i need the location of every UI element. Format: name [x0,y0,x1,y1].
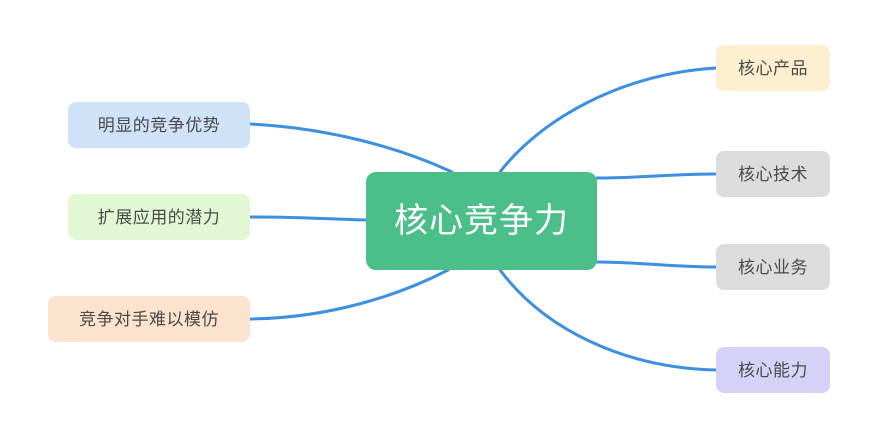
branch-node-core-technology[interactable]: 核心技术 [716,151,830,197]
branch-node-core-business[interactable]: 核心业务 [716,244,830,290]
branch-node-expansion-application-potential[interactable]: 扩展应用的潜力 [68,194,250,240]
central-node[interactable]: 核心竞争力 [366,172,597,270]
branch-node-hard-for-competitors-to-imitate-label: 竞争对手难以模仿 [79,309,219,329]
connector-obvious-competitive-advantage [248,122,454,174]
branch-node-obvious-competitive-advantage-label: 明显的竞争优势 [97,115,221,135]
branch-node-hard-for-competitors-to-imitate[interactable]: 竞争对手难以模仿 [48,296,250,342]
connector-core-business [595,260,718,269]
branch-node-core-technology-label: 核心技术 [738,164,808,184]
branch-node-core-business-label: 核心业务 [738,257,808,277]
branch-node-core-product-label: 核心产品 [738,58,808,78]
connector-core-product [498,66,718,174]
connector-expansion-application-potential [248,215,368,222]
central-node-label: 核心竞争力 [394,202,569,240]
connector-hard-for-competitors-to-imitate [248,268,450,321]
branch-node-expansion-application-potential-label: 扩展应用的潜力 [97,207,221,227]
connector-core-technology [595,172,718,180]
branch-node-core-product[interactable]: 核心产品 [716,45,830,91]
connector-core-capability [498,268,718,372]
branch-node-obvious-competitive-advantage[interactable]: 明显的竞争优势 [68,102,250,148]
branch-node-core-capability-label: 核心能力 [738,360,808,380]
branch-node-core-capability[interactable]: 核心能力 [716,347,830,393]
